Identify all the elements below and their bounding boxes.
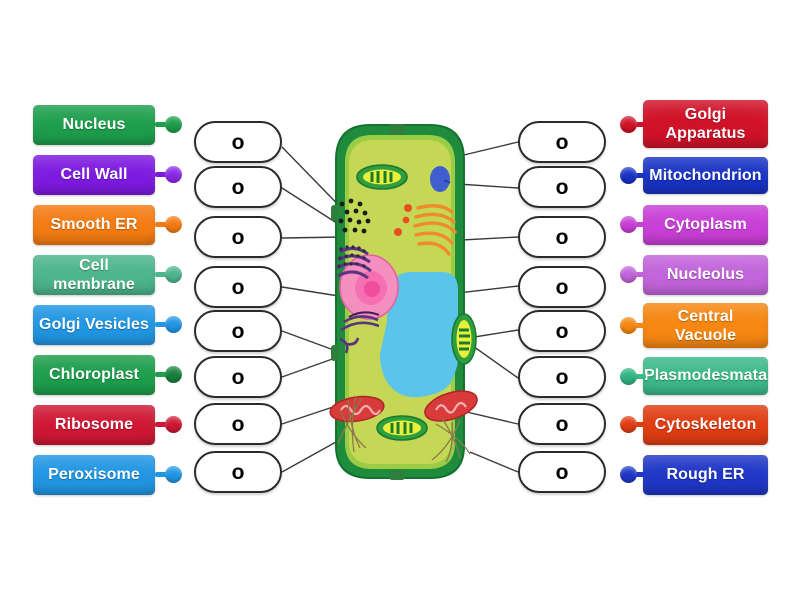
blank-left-5[interactable]: o	[194, 310, 282, 352]
blank-right-8[interactable]: o	[518, 451, 606, 493]
label-connector-cytoskeleton	[628, 422, 646, 427]
blank-left-2[interactable]: o	[194, 166, 282, 208]
blank-right-7[interactable]: o	[518, 403, 606, 445]
label-text: Golgi Apparatus	[665, 106, 746, 142]
label-connector-cell-membrane	[155, 272, 173, 277]
blank-right-6[interactable]: o	[518, 356, 606, 398]
label-connector-mitochondrion	[628, 173, 646, 178]
blank-left-4[interactable]: o	[194, 266, 282, 308]
label-text: Cell membrane	[53, 257, 135, 293]
label-text: Chloroplast	[49, 366, 139, 383]
label-knob-cell-wall[interactable]	[165, 166, 182, 183]
label-knob-golgi-apparatus[interactable]	[620, 116, 637, 133]
label-text: Smooth ER	[50, 216, 138, 233]
label-rough-er[interactable]: Rough ER	[643, 455, 768, 495]
label-connector-nucleolus	[628, 272, 646, 277]
blank-marker: o	[231, 319, 245, 343]
label-connector-smooth-er	[155, 222, 173, 227]
label-peroxisome[interactable]: Peroxisome	[33, 455, 155, 495]
label-knob-nucleus[interactable]	[165, 116, 182, 133]
label-knob-golgi-vesicles[interactable]	[165, 316, 182, 333]
label-text: Central Vacuole	[674, 307, 737, 344]
label-chloroplast[interactable]: Chloroplast	[33, 355, 155, 395]
label-connector-golgi-apparatus	[628, 122, 646, 127]
blank-marker: o	[231, 275, 245, 299]
label-connector-central-vacuole	[628, 323, 646, 328]
blank-right-4[interactable]: o	[518, 266, 606, 308]
blank-marker: o	[555, 175, 569, 199]
label-text: Golgi Vesicles	[39, 316, 149, 333]
blank-marker: o	[231, 130, 245, 154]
blank-marker: o	[555, 130, 569, 154]
label-connector-rough-er	[628, 472, 646, 477]
label-nucleolus[interactable]: Nucleolus	[643, 255, 768, 295]
blank-right-3[interactable]: o	[518, 216, 606, 258]
blank-marker: o	[555, 275, 569, 299]
blank-left-8[interactable]: o	[194, 451, 282, 493]
label-knob-chloroplast[interactable]	[165, 366, 182, 383]
blank-marker: o	[231, 365, 245, 389]
blank-right-1[interactable]: o	[518, 121, 606, 163]
label-connector-nucleus	[155, 122, 173, 127]
label-connector-plasmodesmata	[628, 374, 646, 379]
blank-marker: o	[555, 365, 569, 389]
label-text: Nucleolus	[666, 266, 745, 283]
label-knob-smooth-er[interactable]	[165, 216, 182, 233]
label-text: Plasmodesmata	[643, 367, 768, 384]
label-knob-ribosome[interactable]	[165, 416, 182, 433]
label-connector-ribosome	[155, 422, 173, 427]
label-knob-cytoplasm[interactable]	[620, 216, 637, 233]
label-cytoskeleton[interactable]: Cytoskeleton	[643, 405, 768, 445]
blank-right-2[interactable]: o	[518, 166, 606, 208]
label-golgi-apparatus[interactable]: Golgi Apparatus	[643, 100, 768, 148]
blank-marker: o	[555, 319, 569, 343]
label-knob-peroxisome[interactable]	[165, 466, 182, 483]
label-knob-nucleolus[interactable]	[620, 266, 637, 283]
label-central-vacuole[interactable]: Central Vacuole	[643, 303, 768, 348]
label-text: Cytoskeleton	[654, 416, 757, 433]
label-mitochondrion[interactable]: Mitochondrion	[643, 157, 768, 194]
label-connector-cell-wall	[155, 172, 173, 177]
label-nucleus[interactable]: Nucleus	[33, 105, 155, 145]
blank-marker: o	[231, 460, 245, 484]
label-knob-central-vacuole[interactable]	[620, 317, 637, 334]
label-knob-cytoskeleton[interactable]	[620, 416, 637, 433]
label-cell-membrane[interactable]: Cell membrane	[33, 255, 155, 295]
label-text: Ribosome	[54, 416, 134, 433]
blank-left-6[interactable]: o	[194, 356, 282, 398]
label-text: Mitochondrion	[649, 166, 762, 184]
blank-marker: o	[231, 412, 245, 436]
label-connector-chloroplast	[155, 372, 173, 377]
label-smooth-er[interactable]: Smooth ER	[33, 205, 155, 245]
label-ribosome[interactable]: Ribosome	[33, 405, 155, 445]
label-connector-golgi-vesicles	[155, 322, 173, 327]
label-connector-cytoplasm	[628, 222, 646, 227]
label-cell-wall[interactable]: Cell Wall	[33, 155, 155, 195]
blank-left-7[interactable]: o	[194, 403, 282, 445]
label-knob-cell-membrane[interactable]	[165, 266, 182, 283]
blank-marker: o	[555, 412, 569, 436]
label-text: Peroxisome	[48, 466, 140, 483]
label-cytoplasm[interactable]: Cytoplasm	[643, 205, 768, 245]
blank-marker: o	[231, 175, 245, 199]
blank-marker: o	[231, 225, 245, 249]
label-knob-plasmodesmata[interactable]	[620, 368, 637, 385]
blank-left-1[interactable]: o	[194, 121, 282, 163]
blank-marker: o	[555, 225, 569, 249]
label-text: Nucleus	[62, 116, 126, 133]
label-text: Rough ER	[666, 466, 745, 483]
blank-left-3[interactable]: o	[194, 216, 282, 258]
label-connector-peroxisome	[155, 472, 173, 477]
label-knob-mitochondrion[interactable]	[620, 167, 637, 184]
label-knob-rough-er[interactable]	[620, 466, 637, 483]
label-golgi-vesicles[interactable]: Golgi Vesicles	[33, 305, 155, 345]
label-text: Cell Wall	[60, 166, 128, 183]
blank-right-5[interactable]: o	[518, 310, 606, 352]
label-plasmodesmata[interactable]: Plasmodesmata	[643, 357, 768, 395]
label-text: Cytoplasm	[664, 216, 747, 233]
blank-marker: o	[555, 460, 569, 484]
